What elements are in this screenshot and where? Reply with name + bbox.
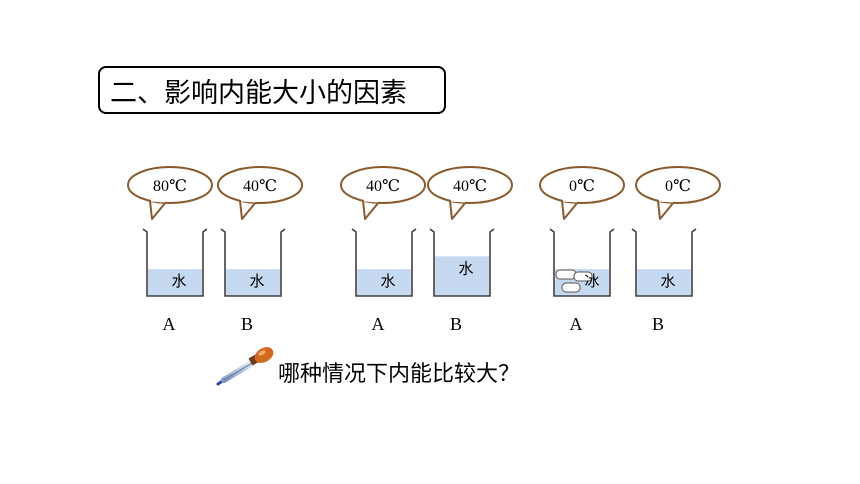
speech-bubble-tail bbox=[449, 200, 467, 220]
beaker-label: B bbox=[652, 314, 664, 334]
content-label: 水 bbox=[249, 272, 264, 290]
bubble-seam bbox=[150, 198, 166, 203]
water-fill bbox=[637, 269, 691, 296]
speech-bubble bbox=[539, 166, 625, 204]
content-label: 水 bbox=[660, 272, 675, 290]
beaker-label: A bbox=[372, 314, 385, 334]
bubble-seam bbox=[450, 198, 466, 203]
temperature-label: 40℃ bbox=[243, 178, 277, 195]
water-fill bbox=[226, 269, 280, 296]
speech-bubble bbox=[217, 166, 303, 204]
section-title: 二、影响内能大小的因素 bbox=[98, 66, 446, 114]
ice-cube bbox=[555, 269, 577, 280]
beaker-outline bbox=[549, 228, 615, 297]
beaker-outline bbox=[429, 228, 495, 297]
temperature-label: 80℃ bbox=[153, 178, 187, 195]
beaker-outline bbox=[631, 228, 697, 297]
content-label: 水 bbox=[171, 272, 186, 290]
beaker-label: B bbox=[241, 314, 253, 334]
bubble-seam bbox=[562, 198, 578, 203]
speech-bubble bbox=[127, 166, 213, 204]
beaker-unit: 40℃ 水 B bbox=[427, 166, 513, 334]
content-label: 冰 bbox=[584, 272, 599, 290]
beaker-outline bbox=[351, 228, 417, 297]
speech-bubble bbox=[635, 166, 721, 204]
bubble-seam bbox=[363, 198, 379, 203]
beaker-unit: 0℃ 水 B bbox=[631, 166, 721, 334]
speech-bubble bbox=[427, 166, 513, 204]
speech-bubble-tail bbox=[561, 200, 579, 220]
water-fill bbox=[435, 256, 489, 296]
section-title-text: 二、影响内能大小的因素 bbox=[110, 77, 407, 109]
beaker-unit: 40℃ 水 B bbox=[217, 166, 303, 334]
temperature-label: 0℃ bbox=[665, 178, 691, 195]
beaker-unit: 40℃ 水 A bbox=[340, 166, 426, 334]
speech-bubble-tail bbox=[362, 200, 380, 220]
beaker-label: A bbox=[163, 314, 176, 334]
speech-bubble bbox=[340, 166, 426, 204]
bubble-seam bbox=[240, 198, 256, 203]
ice-cube bbox=[573, 271, 593, 282]
beaker-label: A bbox=[570, 314, 583, 334]
bubble-seam bbox=[658, 198, 674, 203]
question-text: 哪种情况下内能比较大？ bbox=[278, 362, 521, 387]
speech-bubble-tail bbox=[239, 200, 257, 220]
water-fill bbox=[357, 269, 411, 296]
speech-bubble-tail bbox=[657, 200, 675, 220]
temperature-label: 0℃ bbox=[569, 178, 595, 195]
content-label: 水 bbox=[458, 259, 473, 277]
beaker-unit: 80℃ 水 A bbox=[127, 166, 213, 334]
water-fill bbox=[148, 269, 202, 296]
temperature-label: 40℃ bbox=[366, 178, 400, 195]
ice-cube bbox=[561, 282, 581, 293]
beaker-outline bbox=[142, 228, 208, 297]
content-label: 水 bbox=[380, 272, 395, 290]
beaker-unit: 0℃ 冰 A bbox=[539, 166, 625, 334]
dropper-icon bbox=[216, 347, 274, 386]
beaker-outline bbox=[220, 228, 286, 297]
beaker-label: B bbox=[450, 314, 462, 334]
speech-bubble-tail bbox=[149, 200, 167, 220]
temperature-label: 40℃ bbox=[453, 178, 487, 195]
